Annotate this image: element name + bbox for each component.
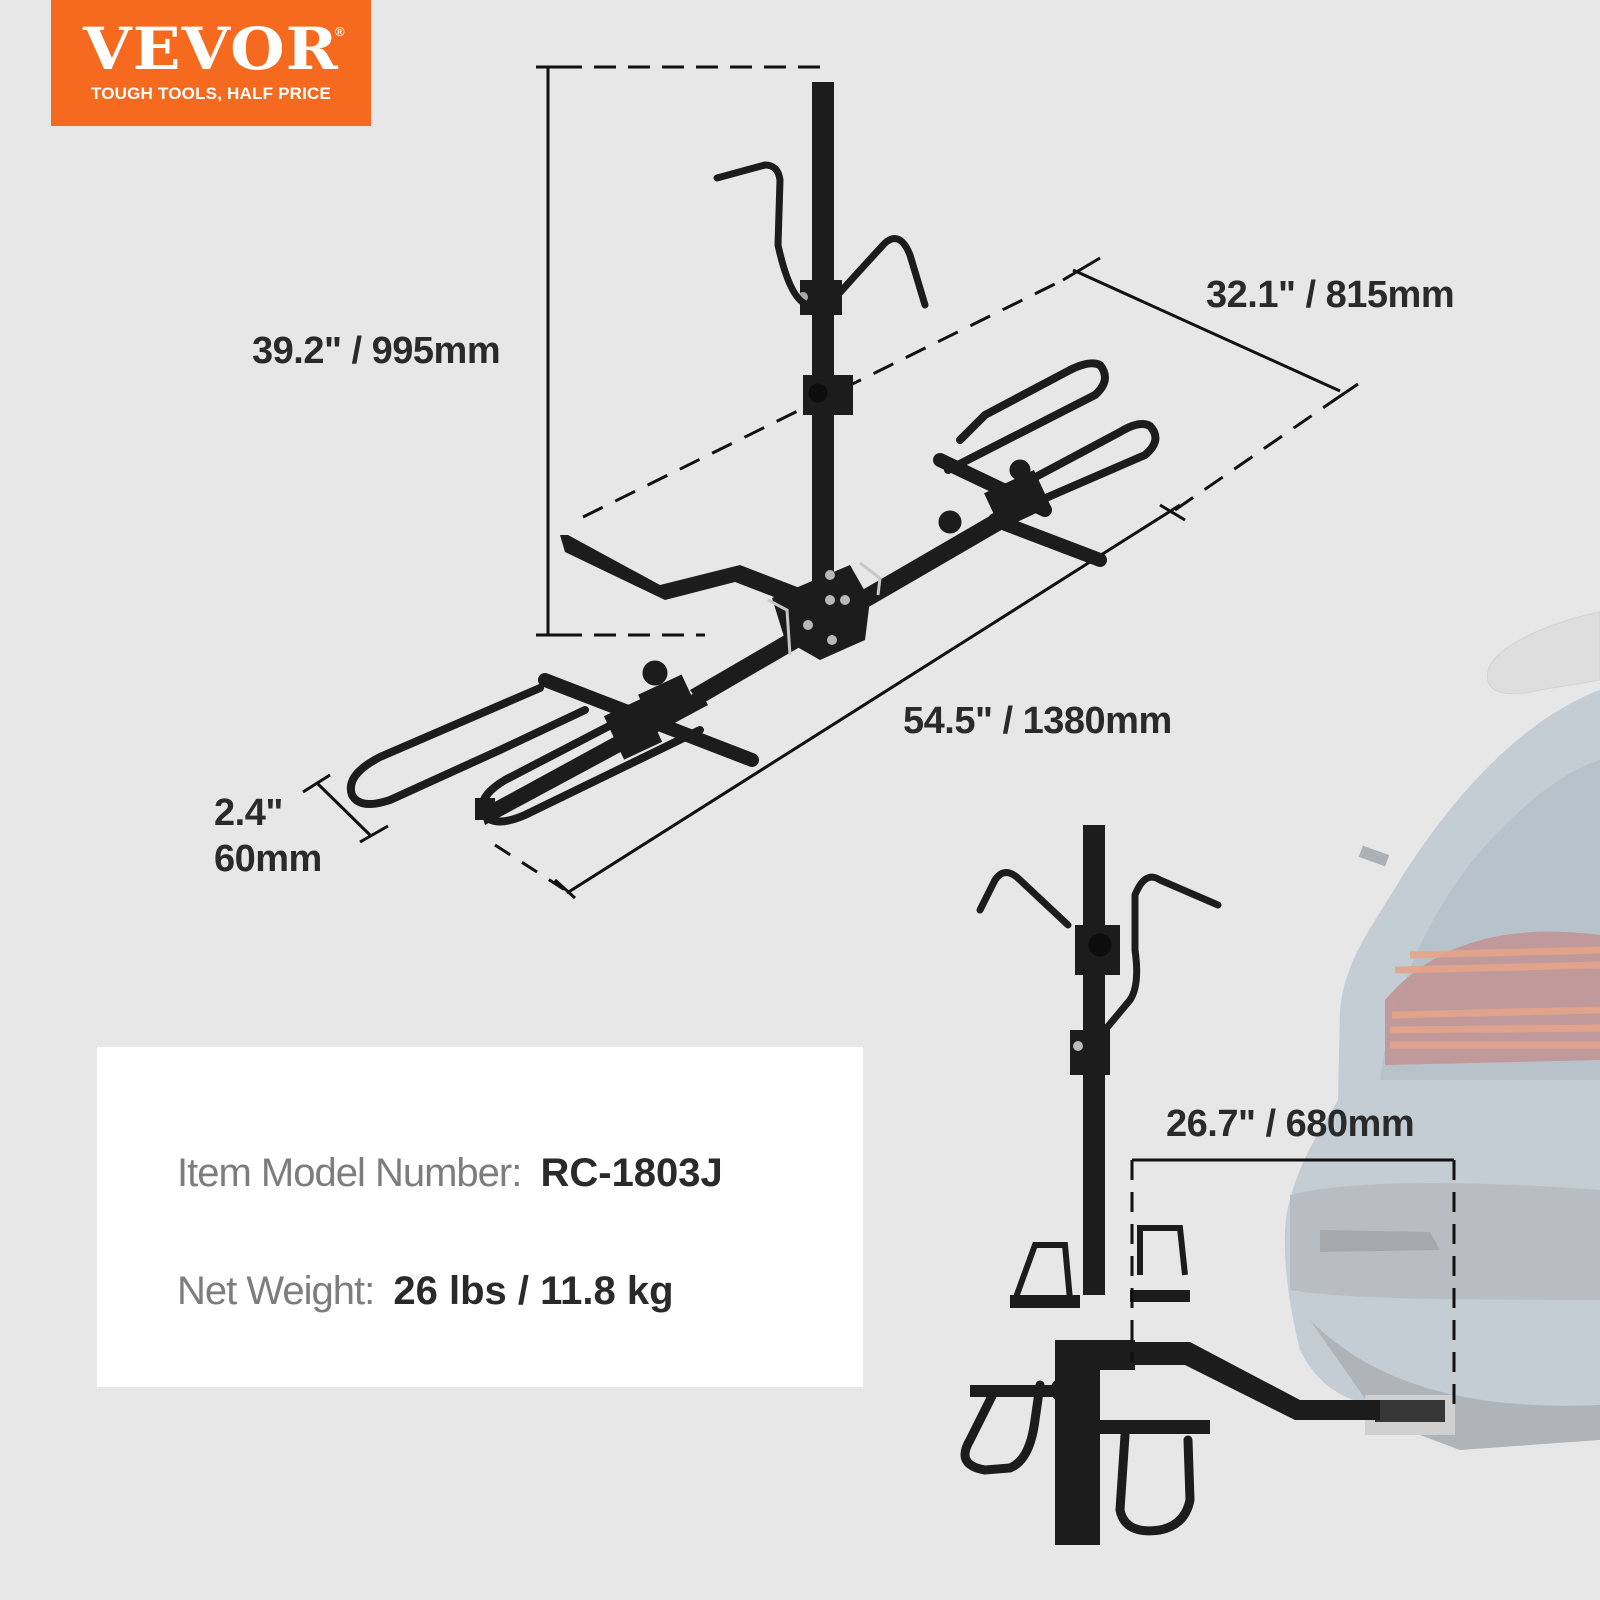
tube-dimension-label: 2.4" 60mm — [214, 790, 322, 883]
bike-rack-main-icon — [346, 82, 1160, 826]
clearance-dimension-label: 26.7" / 680mm — [1166, 1103, 1415, 1145]
model-number-row: Item Model Number: RC-1803J — [177, 1153, 723, 1193]
registered-mark: ® — [335, 24, 345, 39]
net-weight-row: Net Weight: 26 lbs / 11.8 kg — [177, 1271, 674, 1311]
tube-inch-label: 2.4" — [214, 792, 283, 834]
model-number-value: RC-1803J — [540, 1151, 723, 1195]
spec-panel: Item Model Number: RC-1803J Net Weight: … — [97, 1047, 863, 1387]
brand-tagline: TOUGH TOOLS, HALF PRICE — [90, 84, 332, 103]
net-weight-value: 26 lbs / 11.8 kg — [393, 1269, 674, 1313]
vevor-logo: VEVOR ® TOUGH TOOLS, HALF PRICE — [51, 0, 371, 126]
car-rear-icon — [1284, 611, 1600, 1450]
clearance-dimension-line — [1130, 1158, 1456, 1410]
tube-mm-label: 60mm — [214, 838, 322, 881]
bike-rack-mounted-icon — [960, 825, 1445, 1545]
width-dimension-label: 32.1" / 815mm — [1206, 274, 1455, 316]
dimension-lines — [302, 65, 1359, 900]
model-number-label: Item Model Number: — [177, 1151, 522, 1195]
height-dimension-label: 39.2" / 995mm — [252, 330, 501, 372]
brand-name: VEVOR — [83, 15, 339, 83]
net-weight-label: Net Weight: — [177, 1269, 375, 1313]
length-dimension-label: 54.5" / 1380mm — [903, 700, 1172, 742]
